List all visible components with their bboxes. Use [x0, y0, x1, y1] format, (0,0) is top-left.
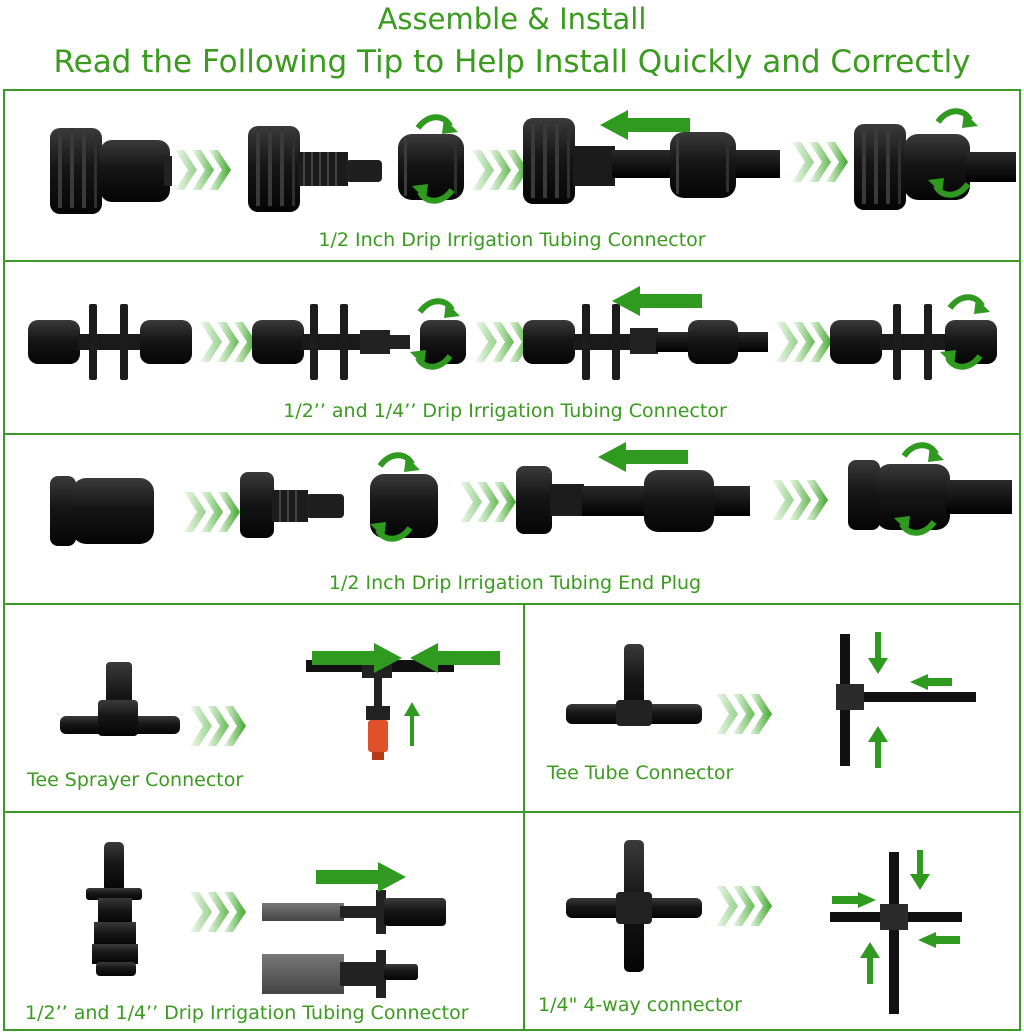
page-title: Assemble & Install: [377, 2, 647, 36]
row3-step1-end-plug: [50, 476, 154, 546]
row1-step1-assembled-connector: [50, 128, 172, 214]
row1-step4-assembled: [854, 111, 1016, 210]
row2-step4-assembled: [830, 297, 997, 380]
row3-step2-nut: [370, 455, 438, 539]
tee-sprayer-install-diagram: [306, 643, 500, 760]
tee-sprayer-part: [60, 662, 180, 736]
tee-tube-caption: Tee Tube Connector: [547, 762, 734, 784]
row3-caption: 1/2 Inch Drip Irrigation Tubing End Plug: [328, 572, 702, 594]
row1-step2-nut: [398, 117, 464, 201]
chevron-arrow-icon: [792, 142, 848, 182]
chevron-arrow-icon: [200, 322, 256, 362]
chevron-arrow-icon: [475, 322, 531, 362]
row2-step3-insert-tube: [523, 286, 768, 380]
row2-step2-nut: [410, 301, 466, 367]
reducer-install-diagram: [262, 862, 446, 998]
reducer-caption: 1/2’’ and 1/4’’ Drip Irrigation Tubing C…: [25, 1002, 469, 1024]
row3-step4-assembled: [848, 445, 1012, 533]
row3-step3-insert-tube: [516, 442, 750, 534]
chevron-arrow-icon: [184, 492, 240, 532]
chevron-arrow-icon: [776, 322, 832, 362]
tee-tube-part: [566, 644, 702, 726]
four-way-install-diagram: [830, 850, 962, 1014]
chevron-arrow-icon: [190, 706, 246, 746]
row1-step2-threaded-body: [248, 126, 382, 212]
chevron-arrow-icon: [190, 892, 246, 932]
four-way-part: [566, 840, 702, 972]
panel-four-way-frame: [523, 811, 1021, 1031]
tee-tube-install-diagram: [836, 632, 976, 768]
chevron-arrow-icon: [460, 482, 516, 522]
reducer-part: [86, 842, 142, 976]
page-subtitle: Read the Following Tip to Help Install Q…: [53, 44, 971, 80]
tee-sprayer-caption: Tee Sprayer Connector: [27, 769, 244, 791]
row1-step3-insert-tube: [523, 110, 780, 204]
row1-caption: 1/2 Inch Drip Irrigation Tubing Connecto…: [318, 229, 706, 251]
chevron-arrow-icon: [772, 480, 828, 520]
chevron-arrow-icon: [175, 150, 231, 190]
four-way-caption: 1/4" 4-way connector: [538, 994, 742, 1016]
row3-step2-plug-body: [240, 472, 344, 538]
row2-step1-manifold: [28, 304, 192, 380]
row2-caption: 1/2’’ and 1/4’’ Drip Irrigation Tubing C…: [283, 400, 727, 422]
chevron-arrow-icon: [716, 694, 772, 734]
row2-step2-manifold-body: [252, 304, 410, 380]
chevron-arrow-icon: [716, 886, 772, 926]
chevron-arrow-icon: [472, 150, 528, 190]
